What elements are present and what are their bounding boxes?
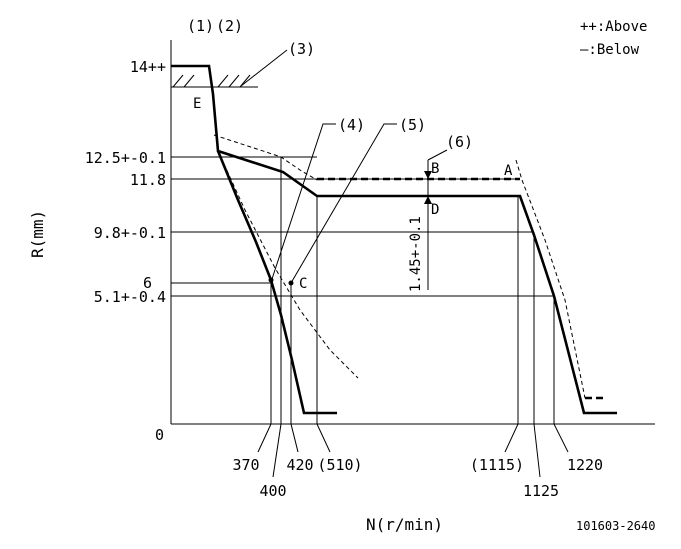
label-a: A [504,163,513,179]
callout-5: (5) [399,116,426,134]
x-tick-leader-510 [316,423,331,453]
callout-6: (6) [446,133,473,151]
y-tick-11-8: 11.8 [130,171,166,189]
x-axis-title: N(r/min) [366,515,443,534]
leader-3 [240,49,288,87]
x-tick-420: 420 [286,456,313,474]
point-marker-370 [268,277,274,283]
arrow-d-up [424,196,432,204]
leader-4 [270,123,336,283]
y-tick-14: 14++ [130,58,166,76]
x-tick-leader-370 [257,423,272,453]
callout-3: (3) [288,40,315,58]
y-tick-0: 0 [155,426,164,444]
x-tick-leader-1115 [504,423,519,453]
leader-6 [427,149,448,161]
callout-2: (2) [216,17,243,35]
label-e: E [193,96,201,112]
dashed-falloff-curve [515,159,586,399]
x-tick-1125: 1125 [523,482,559,500]
point-marker-c [288,280,294,286]
dashed-idle-curve [217,150,359,379]
figure-code: 101603-2640 [576,519,655,533]
callout-4: (4) [338,116,365,134]
x-tick-1115: (1115) [470,456,524,474]
y-tick-6: 6 [143,274,152,292]
x-tick-leader-1220 [553,423,569,453]
x-tick-400: 400 [259,482,286,500]
y-tick-9-8: 9.8+-0.1 [94,224,166,242]
legend-below: —:Below [580,42,640,58]
dimension-label: 1.45+-0.1 [408,216,424,292]
dashed-upper-curve [213,134,318,181]
x-tick-leader-1125 [533,423,541,478]
label-b: B [431,161,439,177]
label-c: C [299,276,307,292]
callout-1: (1) [187,17,214,35]
leader-5 [290,123,397,284]
legend-above: ++:Above [580,19,647,35]
y-axis-title: R(mm) [28,210,47,258]
idle-curve-steep [216,150,337,415]
x-tick-leader-420 [290,423,299,453]
x-tick-370: 370 [232,456,259,474]
y-tick-5-1: 5.1+-0.4 [94,288,166,306]
label-d: D [431,202,439,218]
x-tick-1220: 1220 [567,456,603,474]
x-tick-510: (510) [317,456,362,474]
arrow-b-down [424,171,432,179]
stopper-hatch [172,74,251,88]
y-tick-12-5: 12.5+-0.1 [85,149,166,167]
x-tick-leader-400 [272,423,282,478]
full-load-curve [171,64,617,415]
